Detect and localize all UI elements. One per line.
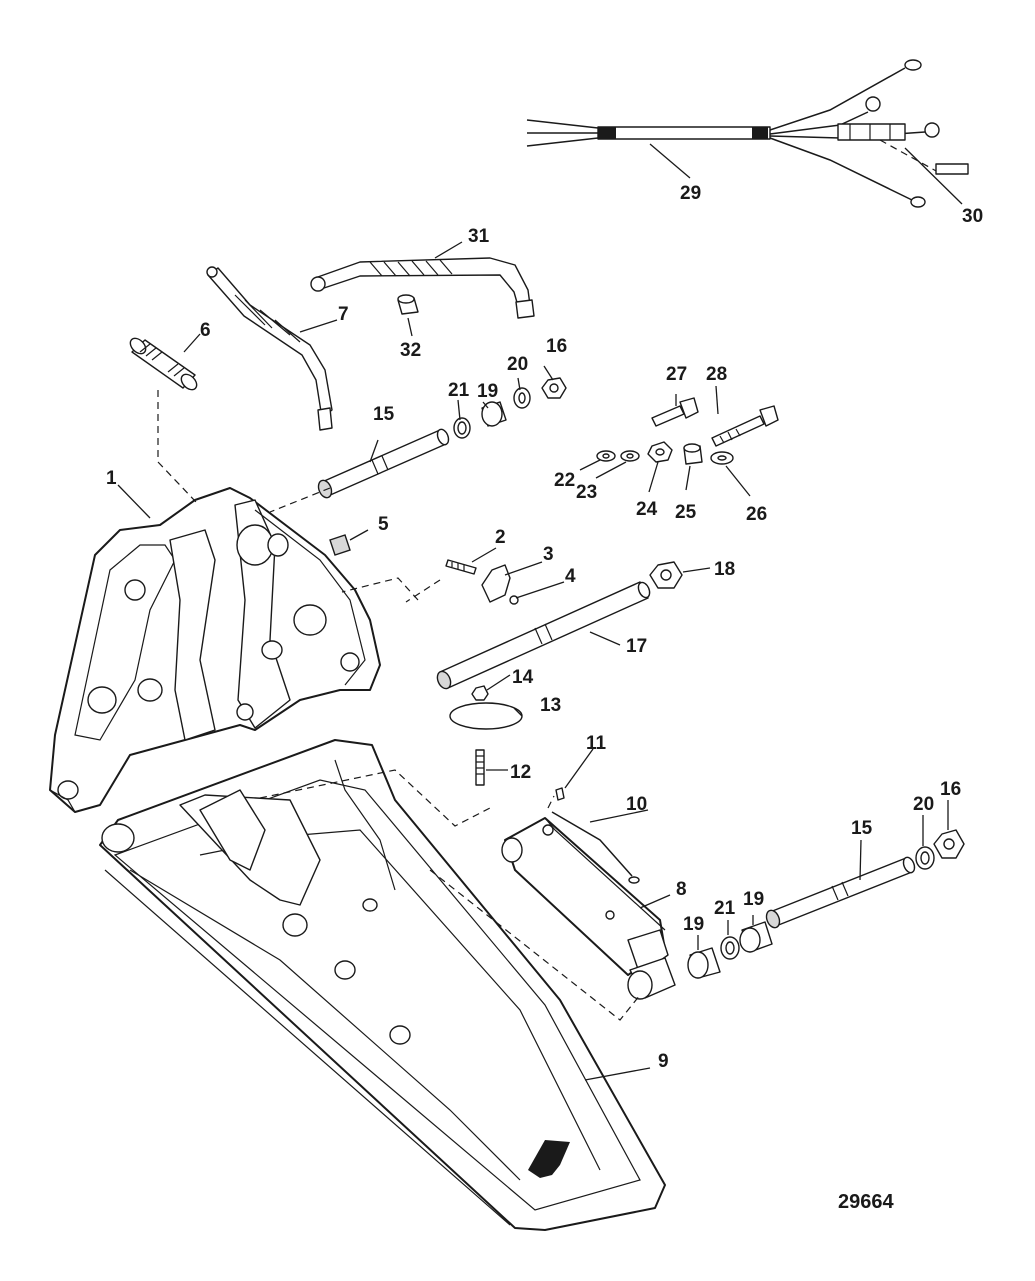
part-19-bushing-lower-b bbox=[687, 947, 721, 979]
part-8-trim-cylinder bbox=[501, 817, 669, 976]
callout-5: 5 bbox=[378, 514, 389, 535]
callout-20b: 20 bbox=[913, 794, 934, 815]
callout-22: 22 bbox=[554, 470, 575, 491]
part-29-wiring-harness bbox=[526, 59, 940, 208]
part-15-pivot-pin-lower bbox=[765, 856, 916, 929]
part-10-ground-strap bbox=[551, 811, 640, 884]
part-16-nut-upper bbox=[541, 377, 567, 399]
callout-18: 18 bbox=[714, 559, 735, 580]
callout-4: 4 bbox=[565, 566, 576, 587]
callouts: 1 2 3 4 5 6 7 8 9 10 11 12 13 14 15 15 1… bbox=[106, 183, 983, 1213]
part-3-anode bbox=[481, 564, 511, 603]
callout-11: 11 bbox=[586, 733, 607, 754]
part-19-bushing-lower-c bbox=[739, 921, 773, 953]
part-21-bushing-upper bbox=[453, 417, 471, 439]
callout-19c: 19 bbox=[743, 889, 764, 910]
callout-26: 26 bbox=[746, 504, 767, 525]
callout-17: 17 bbox=[626, 636, 647, 657]
part-24-nut bbox=[647, 441, 673, 463]
callout-32: 32 bbox=[400, 340, 421, 361]
callout-16b: 16 bbox=[940, 779, 961, 800]
part-20-washer-lower bbox=[915, 846, 935, 870]
callout-9: 9 bbox=[658, 1051, 669, 1072]
part-14-nut bbox=[471, 685, 489, 701]
callout-12: 12 bbox=[510, 762, 531, 783]
part-30-connector bbox=[879, 139, 969, 175]
part-21-bushing-lower bbox=[720, 936, 740, 960]
part-6-stud bbox=[129, 337, 198, 391]
callout-21b: 21 bbox=[714, 898, 736, 919]
callout-1: 1 bbox=[106, 468, 117, 489]
part-20-washer-upper bbox=[513, 387, 531, 409]
callout-8: 8 bbox=[676, 879, 687, 900]
callout-23: 23 bbox=[576, 482, 597, 503]
part-11-screw bbox=[555, 787, 565, 801]
part-27-bolt bbox=[651, 397, 699, 427]
part-15-pivot-pin-upper bbox=[317, 428, 450, 499]
callout-2: 2 bbox=[495, 527, 506, 548]
part-23-washer bbox=[620, 450, 640, 462]
part-2-screw bbox=[445, 559, 477, 575]
part-25-nut bbox=[683, 443, 703, 465]
callout-20a: 20 bbox=[507, 354, 528, 375]
part-13-plate bbox=[449, 702, 523, 730]
alignment-lines bbox=[157, 390, 641, 1021]
part-5-nut bbox=[329, 534, 351, 556]
callout-27: 27 bbox=[666, 364, 687, 385]
part-28-bolt bbox=[711, 405, 779, 447]
part-32-fitting bbox=[397, 294, 419, 315]
callout-3: 3 bbox=[543, 544, 554, 565]
callout-13: 13 bbox=[540, 695, 561, 716]
callout-28: 28 bbox=[706, 364, 727, 385]
callout-25: 25 bbox=[675, 502, 697, 523]
part-18-nut bbox=[649, 561, 683, 589]
callout-21a: 21 bbox=[448, 380, 470, 401]
callout-30: 30 bbox=[962, 206, 983, 227]
part-31-hose bbox=[310, 257, 535, 319]
callout-6: 6 bbox=[200, 320, 211, 341]
figure-number: 29664 bbox=[838, 1191, 894, 1213]
callout-16a: 16 bbox=[546, 336, 567, 357]
callout-19a: 19 bbox=[477, 381, 498, 402]
callout-29: 29 bbox=[680, 183, 701, 204]
leader-lines bbox=[117, 143, 963, 1081]
callout-31: 31 bbox=[468, 226, 490, 247]
part-12-screw bbox=[475, 749, 485, 786]
part-1-transom-bracket bbox=[49, 487, 381, 813]
callout-15b: 15 bbox=[851, 818, 873, 839]
part-7-hose bbox=[206, 266, 333, 431]
callout-7: 7 bbox=[338, 304, 349, 325]
part-9-base-plate bbox=[99, 739, 666, 1231]
callout-14: 14 bbox=[512, 667, 534, 688]
part-17-long-pin bbox=[436, 581, 651, 690]
part-16-nut-lower bbox=[933, 829, 965, 859]
part-26-washer bbox=[710, 451, 734, 465]
part-19-bushing-lower-a bbox=[627, 957, 676, 1000]
callout-19b: 19 bbox=[683, 914, 704, 935]
callout-24: 24 bbox=[636, 499, 658, 520]
part-22-washer bbox=[596, 450, 616, 462]
callout-15a: 15 bbox=[373, 404, 395, 425]
callout-10: 10 bbox=[626, 794, 647, 815]
